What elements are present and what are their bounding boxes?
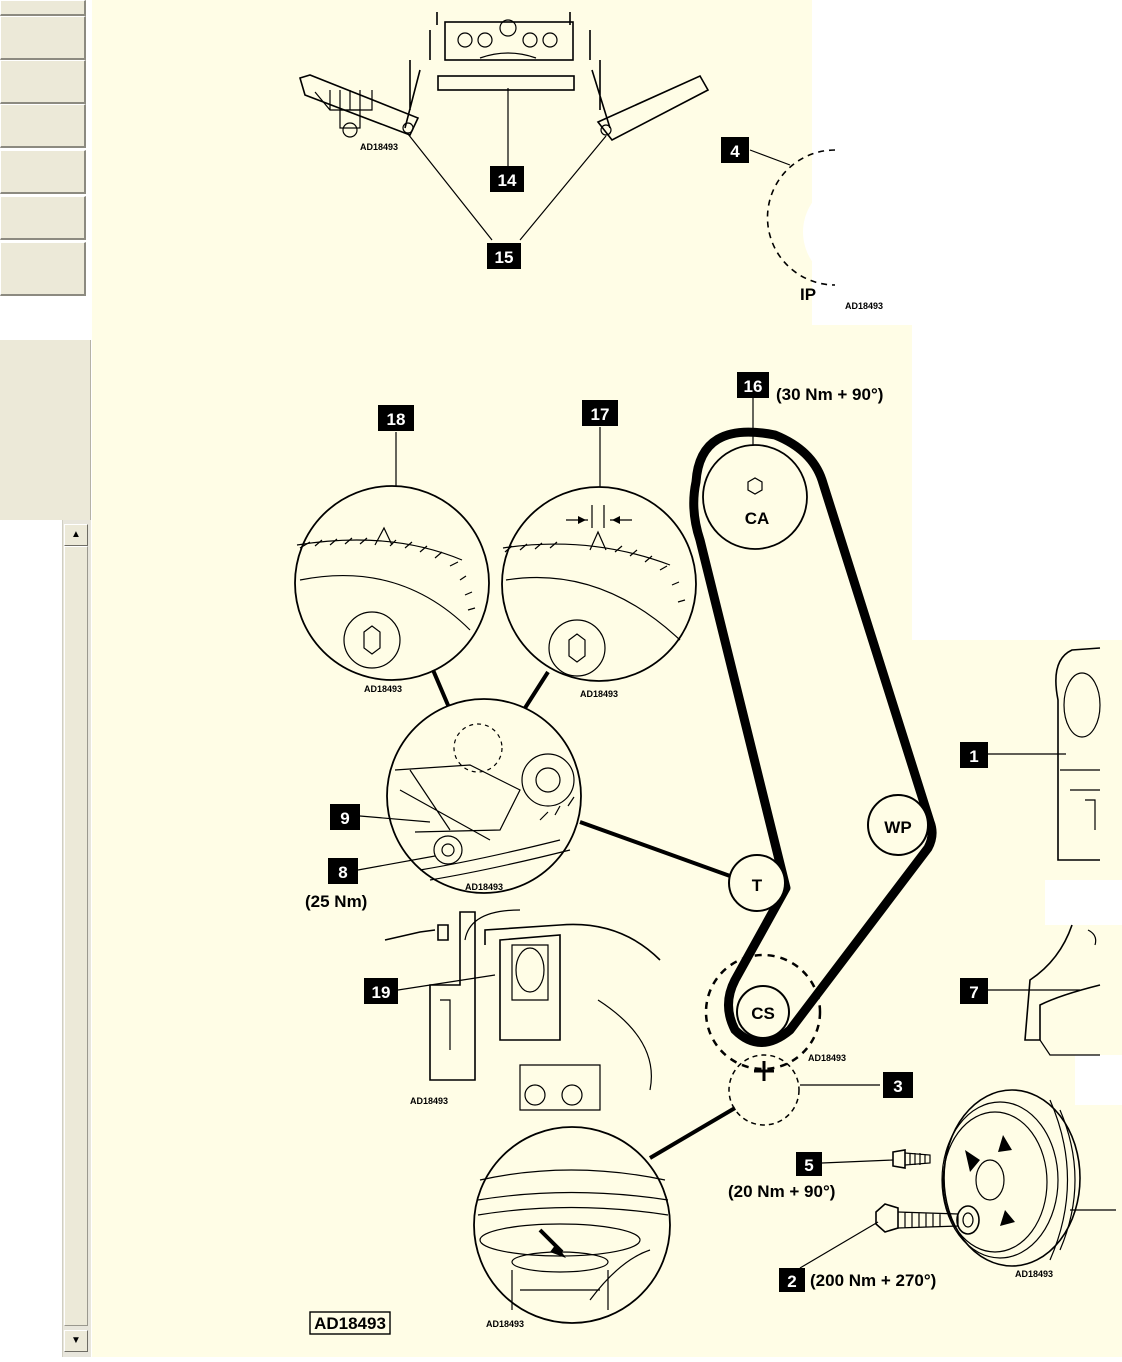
camshaft-pulley [702, 444, 808, 550]
callout-box [796, 1152, 822, 1176]
cs-label: CS [751, 1004, 775, 1023]
nav-button-5[interactable] [0, 150, 86, 194]
crankshaft-locking-detail [384, 909, 661, 1111]
callout-16: 16 [744, 377, 763, 396]
ref-code: AD18493 [1015, 1269, 1053, 1279]
ca-label: CA [745, 509, 770, 528]
callout-box [883, 1072, 913, 1098]
callout-box [737, 372, 769, 398]
torque-16: (30 Nm + 90°) [776, 385, 883, 404]
pulley-bolt-5 [892, 1149, 931, 1169]
callout-8: 8 [338, 863, 347, 882]
nav-button-6[interactable] [0, 196, 86, 240]
callout-3: 3 [893, 1077, 902, 1096]
nav-button-7[interactable] [0, 242, 86, 296]
callout-box [960, 742, 988, 768]
callout-1: 1 [969, 747, 978, 766]
wp-label: WP [884, 818, 911, 837]
reference-frame [309, 1311, 391, 1335]
crank-position-marker [728, 1054, 800, 1126]
side-engine-detail-lower [1024, 924, 1101, 1056]
ref-code: AD18493 [580, 689, 618, 699]
t-label: T [752, 876, 763, 895]
torque-8: (25 Nm) [305, 892, 367, 911]
detail-circle-17 [501, 486, 697, 682]
callout-box [779, 1268, 805, 1292]
ref-code: AD18493 [364, 684, 402, 694]
timing-belt-diagram: AD18493 14 15 4 IP AD18493 16 (30 Nm + 9… [92, 0, 1122, 1357]
callout-9: 9 [340, 809, 349, 828]
scroll-up-button[interactable]: ▲ [64, 524, 88, 546]
ref-code: AD18493 [845, 301, 883, 311]
callout-14: 14 [498, 171, 517, 190]
callout-box [364, 978, 398, 1004]
ref-code: AD18493 [486, 1319, 524, 1329]
scroll-thumb[interactable] [64, 546, 88, 1326]
water-pump-pulley [867, 794, 929, 856]
ref-code: AD18493 [808, 1053, 846, 1063]
callout-4: 4 [730, 142, 740, 161]
crankshaft-damper-pulley [941, 1089, 1116, 1267]
side-panel [0, 340, 91, 520]
callout-box [721, 137, 749, 163]
camshaft-locking-detail [299, 12, 710, 241]
torque-5: (20 Nm + 90°) [728, 1182, 835, 1201]
crank-pulley-detail-circle [473, 1126, 671, 1324]
injection-pump-pulley-outline [766, 149, 836, 286]
diagram-canvas: AD18493 14 15 4 IP AD18493 16 (30 Nm + 9… [92, 0, 1122, 1357]
callout-box [328, 858, 358, 884]
ref-code: AD18493 [360, 142, 398, 152]
tensioner-detail-circle [386, 698, 582, 894]
callout-box [330, 804, 360, 830]
callout-box [378, 405, 414, 431]
nav-button-3[interactable] [0, 60, 86, 104]
timing-belt [689, 427, 937, 1047]
ref-code: AD18493 [410, 1096, 448, 1106]
callout-17: 17 [591, 405, 610, 424]
torque-2: (200 Nm + 270°) [810, 1271, 936, 1290]
callout-7: 7 [969, 983, 978, 1002]
detail-circle-18 [294, 485, 490, 681]
tensioner-pulley [728, 854, 786, 912]
arrow-down-icon: ▼ [71, 1335, 81, 1346]
crankshaft-pulley [736, 985, 790, 1039]
callout-2: 2 [787, 1272, 796, 1291]
callout-18: 18 [387, 410, 406, 429]
callout-box [960, 978, 988, 1004]
crankshaft-dashed-outline [704, 953, 822, 1071]
arrow-up-icon: ▲ [71, 529, 81, 540]
crank-bolt-2 [875, 1203, 980, 1235]
callout-box [487, 243, 521, 269]
reference-frame-label: AD18493 [314, 1314, 386, 1333]
side-engine-detail-upper [1055, 647, 1101, 861]
callout-box [490, 166, 524, 192]
nav-button-1[interactable] [0, 0, 86, 16]
callout-box [582, 400, 618, 426]
left-panel: ▲ ▼ [0, 0, 92, 1357]
ref-code: AD18493 [465, 882, 503, 892]
nav-button-2[interactable] [0, 16, 86, 60]
callout-5: 5 [804, 1156, 813, 1175]
ip-label: IP [800, 285, 816, 304]
callout-19: 19 [372, 983, 391, 1002]
nav-button-4[interactable] [0, 104, 86, 148]
scroll-down-button[interactable]: ▼ [64, 1330, 88, 1352]
callout-15: 15 [495, 248, 514, 267]
